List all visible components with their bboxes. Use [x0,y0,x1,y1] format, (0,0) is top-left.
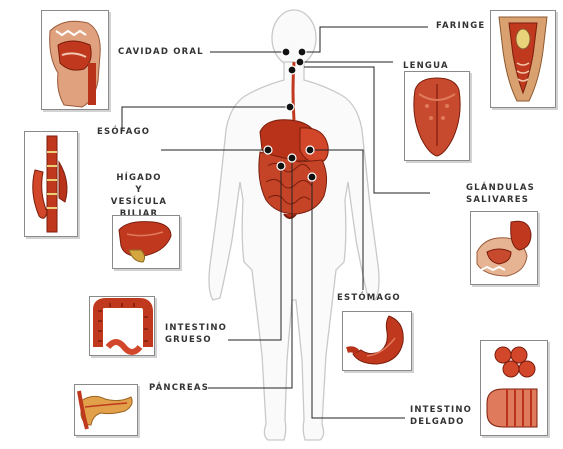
pancreas-thumbnail [74,384,138,436]
label-estomago: ESTÓMAGO [337,293,401,303]
faringe-cavidad-oral-thumbnail [41,10,109,110]
faringe-thumbnail [490,10,556,108]
intestino-delgado-thumbnail [480,340,548,436]
pancreas-icon [77,390,133,430]
intestino-grueso-thumbnail [89,296,155,356]
leader-lines [121,26,430,419]
glandulas-salivares-icon [476,220,532,277]
faringe-icon [498,16,548,102]
lengua-thumbnail [404,71,470,161]
connector-dots [263,47,317,182]
estomago-icon [346,315,404,365]
estomago-thumbnail [342,311,412,371]
label-pancreas: PÁNCREAS [149,383,210,393]
cavidad-oral-icon [49,20,101,108]
label-faringe: FARINGE [436,21,486,31]
esofago-thumbnail [24,131,78,237]
label-cavidad-oral: CAVIDAD ORAL [118,47,204,57]
higado-icon [118,221,172,263]
label-glandulas: GLÁNDULAS SALIVARES [466,183,535,205]
label-intestino-delgado: INTESTINO DELGADO [410,405,473,427]
label-higado: HÍGADO Y VESÍCULA BILIAR [110,173,168,219]
higado-thumbnail [112,215,180,269]
label-lengua: LENGUA [403,61,449,71]
label-esofago: ESÓFAGO [97,127,151,137]
esofago-icon [32,135,68,233]
glandulas-salivares-thumbnail [470,211,538,285]
intestino-delgado-icon [486,346,538,428]
label-intestino-grueso: INTESTINO GRUESO [165,323,228,345]
organs-cluster [258,119,329,219]
intestino-grueso-icon [93,298,153,355]
lengua-icon [413,77,461,157]
